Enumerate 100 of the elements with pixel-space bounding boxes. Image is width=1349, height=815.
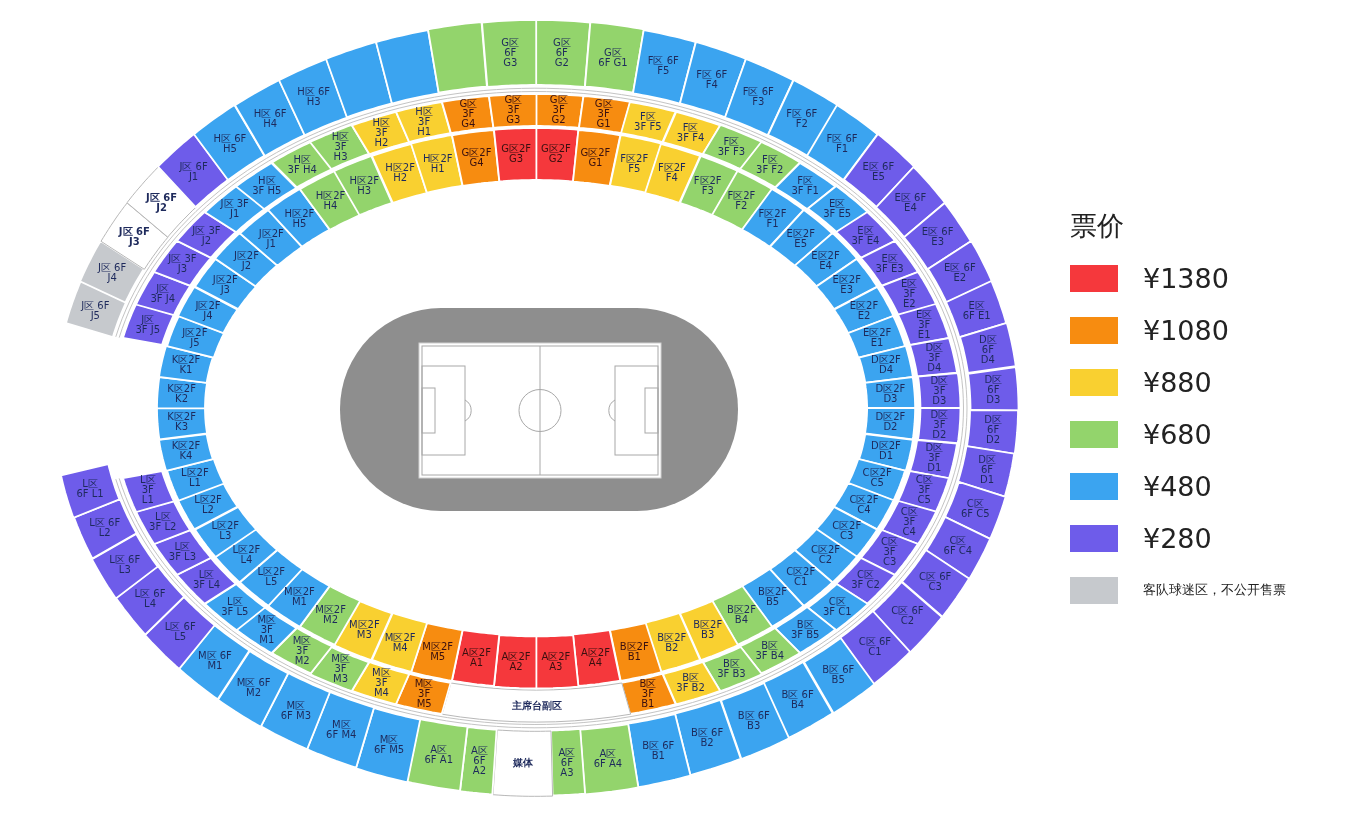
seat-section [441,682,631,722]
seat-section [428,22,488,94]
seat-section [628,713,691,788]
section-label: G区 3F G4 [458,99,479,130]
section-label: A区2F A3 [541,651,571,672]
section-label: K区2F K4 [171,440,201,461]
section-label: D区 3F D3 [929,376,950,407]
section-label: M区 6F M1 [197,651,233,672]
section-label: B区2F B3 [692,620,723,641]
section-label: C区 6F C3 [918,572,952,593]
seat-section [632,29,696,104]
section-label: D区2F D2 [875,412,906,433]
section-label: E区2F E5 [785,228,816,249]
section-label: F区 6F F1 [825,133,859,154]
section-label: L区 6F L4 [133,589,167,610]
section-label: H区 3F H2 [371,117,392,148]
section-label: G区 3F G1 [593,99,614,130]
section-label: H区 3F H1 [414,106,434,137]
section-label: M区 3F M4 [371,668,392,699]
section-label: K区2F K2 [167,383,196,404]
section-label: A区 6F A3 [558,747,576,778]
seat-section [579,723,639,794]
section-label: H区2F H3 [349,175,380,196]
seat-section [967,366,1018,411]
section-label: G区 6F G1 [597,47,629,68]
section-label: A区 6F A4 [592,749,624,770]
section-label: D区2F D3 [875,383,906,404]
section-label: G区2F G1 [580,147,611,168]
section-label: H区 3F H5 [251,175,282,196]
section-label: A区 6F A2 [470,745,489,776]
seat-section [488,94,536,128]
section-label: M区2F M3 [348,620,380,641]
section-label: L区 3F L5 [220,596,250,617]
seat-section [536,20,591,88]
section-label: D区 6F D4 [978,335,998,366]
seat-section [376,29,440,104]
section-label: M区2F M1 [284,587,315,608]
section-label: F区 3F F5 [633,111,662,132]
section-label: L区 6F L1 [75,479,105,500]
section-label: B区 6F B5 [821,665,856,686]
section-label: J区2F J5 [180,327,209,348]
legend-label: ¥880 [1143,366,1212,398]
section-label: E区 3F E5 [822,199,853,220]
section-label: L区2F L4 [231,544,262,565]
section-label: C区2F C5 [862,468,892,489]
section-label: M区 6F M5 [373,734,405,755]
section-label: L区 3F L4 [191,570,222,591]
section-label: M区 6F M4 [325,719,358,740]
section-label: H区 6F H5 [212,133,248,154]
section-label: C区2F C4 [849,495,879,516]
section-label: F区 6F F4 [695,69,729,90]
section-label: L区 3F L1 [139,475,157,506]
section-label: M区 6F M2 [236,677,271,698]
section-label: L区 6F L2 [89,517,121,538]
section-label: E区 3F E2 [900,278,919,309]
section-label: F区2F F1 [757,208,787,229]
section-label: 媒体 [513,758,534,769]
section-label: L区2F L3 [210,520,241,541]
section-label: B区 3F B3 [716,658,747,679]
section-label: J区 3F J1 [219,199,250,220]
section-label: G区 6F G2 [551,38,572,69]
section-label: H区2F H1 [422,153,453,174]
legend-label: ¥1080 [1143,314,1229,346]
section-label: E区 6F E3 [920,227,955,248]
section-label: J区2F J3 [211,275,239,296]
seat-section [917,372,960,408]
section-label: F区2F F3 [692,175,723,196]
section-label: M区2F M5 [422,642,454,663]
section-label: D区 3F D1 [924,442,945,473]
seat-section [492,729,553,796]
section-label: F区 3F F1 [790,175,820,196]
section-label: H区2F H4 [315,190,346,211]
section-label: C区 3F C5 [914,475,934,506]
section-label: B区2F B4 [725,605,757,626]
section-label: D区2F D1 [871,440,901,461]
section-label: D区 6F D1 [977,454,997,485]
section-label: H区 6F H3 [297,87,331,108]
section-label: A区 6F A1 [424,745,454,766]
section-label: C区 3F C2 [850,570,881,591]
section-label: F区 6F F3 [741,87,775,108]
section-label: M区2F M4 [384,632,416,653]
seat-section [584,22,644,94]
section-label: B区 3F B4 [754,641,785,661]
section-label: M区 3F M2 [291,636,313,666]
section-label: F区2F F2 [726,190,757,211]
section-label: G区 3F G3 [503,95,524,126]
section-label: J区 6F J5 [80,301,111,322]
section-label: F区 3F F2 [755,154,785,175]
section-label: F区 3F F3 [716,137,747,158]
section-label: E区 6F E4 [893,193,928,214]
section-label: H区2F H5 [284,208,315,229]
section-label: L区 6F L3 [108,554,142,575]
section-label: G区2F G4 [461,147,492,168]
section-label: B区 3F B1 [638,679,658,710]
section-label: J区2F J4 [194,300,222,321]
section-label: L区2F L2 [193,495,223,516]
section-label: A区2F A2 [501,651,531,672]
section-label: G区 6F G3 [500,38,521,69]
section-label: E区2F E3 [831,275,862,296]
section-label: K区2F K3 [167,412,196,433]
